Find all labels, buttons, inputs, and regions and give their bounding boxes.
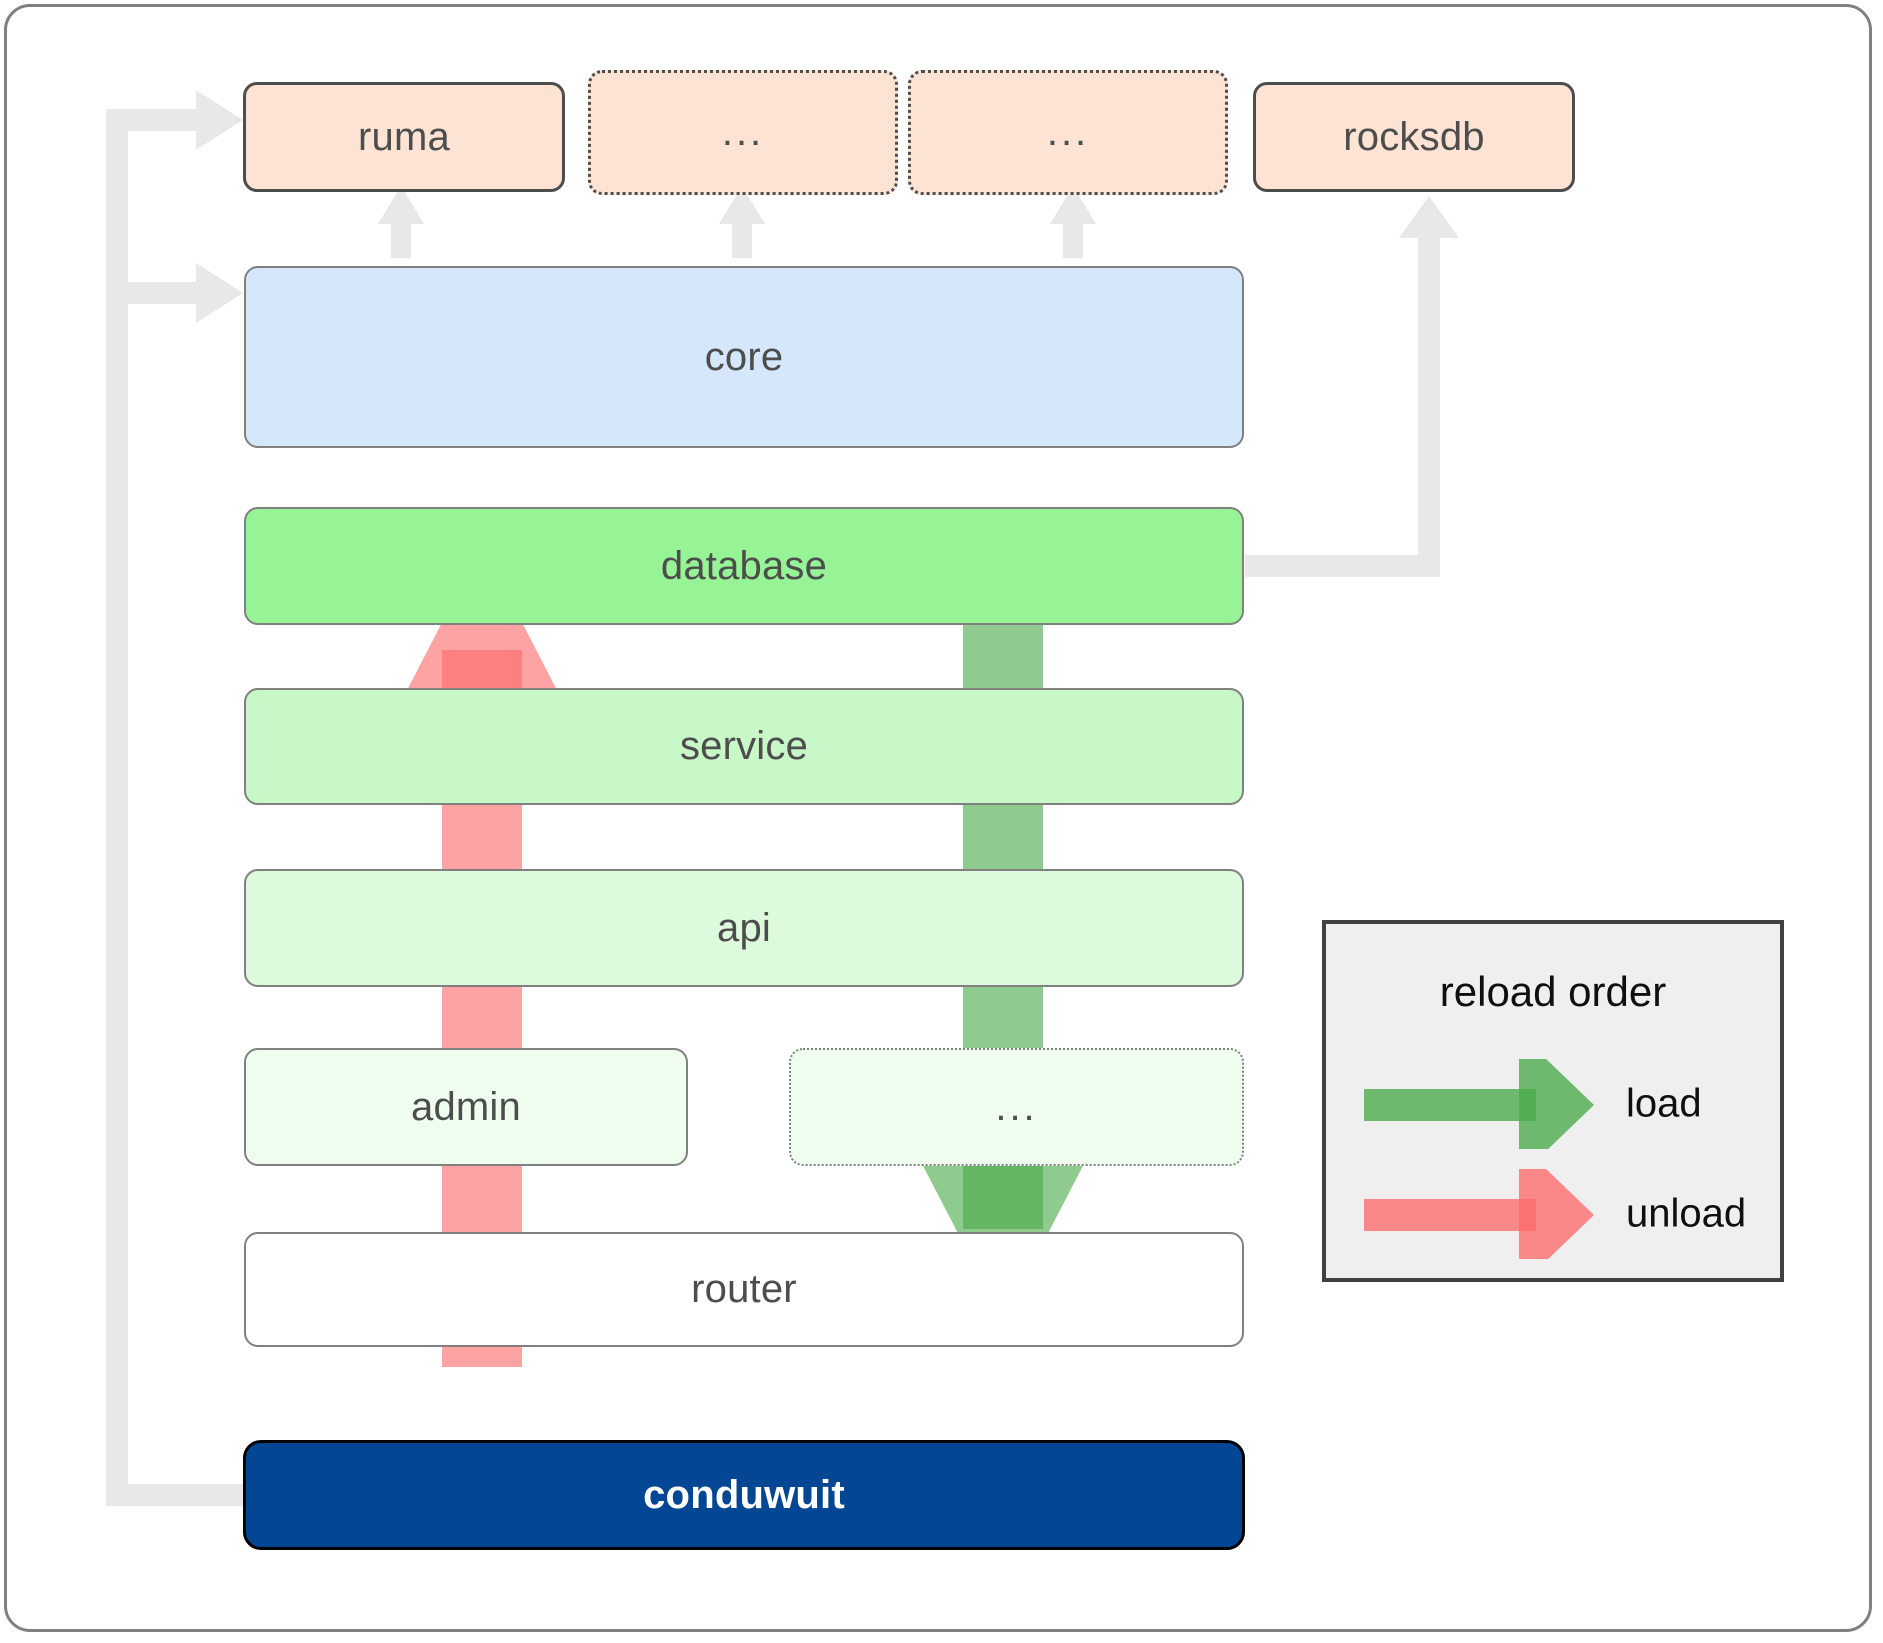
binary-label: conduwuit (643, 1472, 845, 1517)
binary-box-conduwuit[interactable]: conduwuit (243, 1440, 1245, 1550)
legend-label-unload: unload (1626, 1191, 1747, 1236)
crate-box-rocksdb[interactable]: rocksdb (1253, 82, 1575, 192)
legend-label-load: load (1626, 1081, 1702, 1126)
layer-box-service[interactable]: service (244, 688, 1244, 805)
layer-box-admin[interactable]: admin (244, 1048, 688, 1166)
crate-label: ruma (358, 114, 450, 159)
crate-label: rocksdb (1343, 114, 1485, 159)
layer-box-core[interactable]: core (244, 266, 1244, 448)
crate-label: ... (721, 110, 765, 154)
legend-panel: reload order load unload (1322, 920, 1784, 1282)
layer-box-database[interactable]: database (244, 507, 1244, 625)
layer-label: admin (411, 1084, 521, 1129)
crate-box-ruma[interactable]: ruma (243, 82, 565, 192)
layer-label: service (679, 724, 809, 768)
crate-box-ellipsis-2[interactable]: ... (908, 70, 1228, 195)
layer-box-api[interactable]: api (244, 869, 1244, 987)
layer-label: database (660, 543, 828, 588)
crate-box-ellipsis-1[interactable]: ... (588, 70, 898, 195)
layer-box-router[interactable]: router (244, 1232, 1244, 1347)
legend-row-unload: unload (1326, 1169, 1780, 1259)
legend-title: reload order (1439, 968, 1667, 1015)
legend-row-load: load (1326, 1059, 1780, 1149)
layer-label: router (691, 1267, 797, 1311)
layer-box-ellipsis[interactable]: ... (789, 1048, 1244, 1166)
layer-label: api (717, 905, 771, 950)
crate-label: ... (1046, 110, 1090, 154)
layer-label: core (704, 334, 784, 379)
layer-label: ... (995, 1084, 1038, 1129)
unload-arrow-icon (1364, 1169, 1594, 1259)
load-arrow-icon (1364, 1059, 1594, 1149)
